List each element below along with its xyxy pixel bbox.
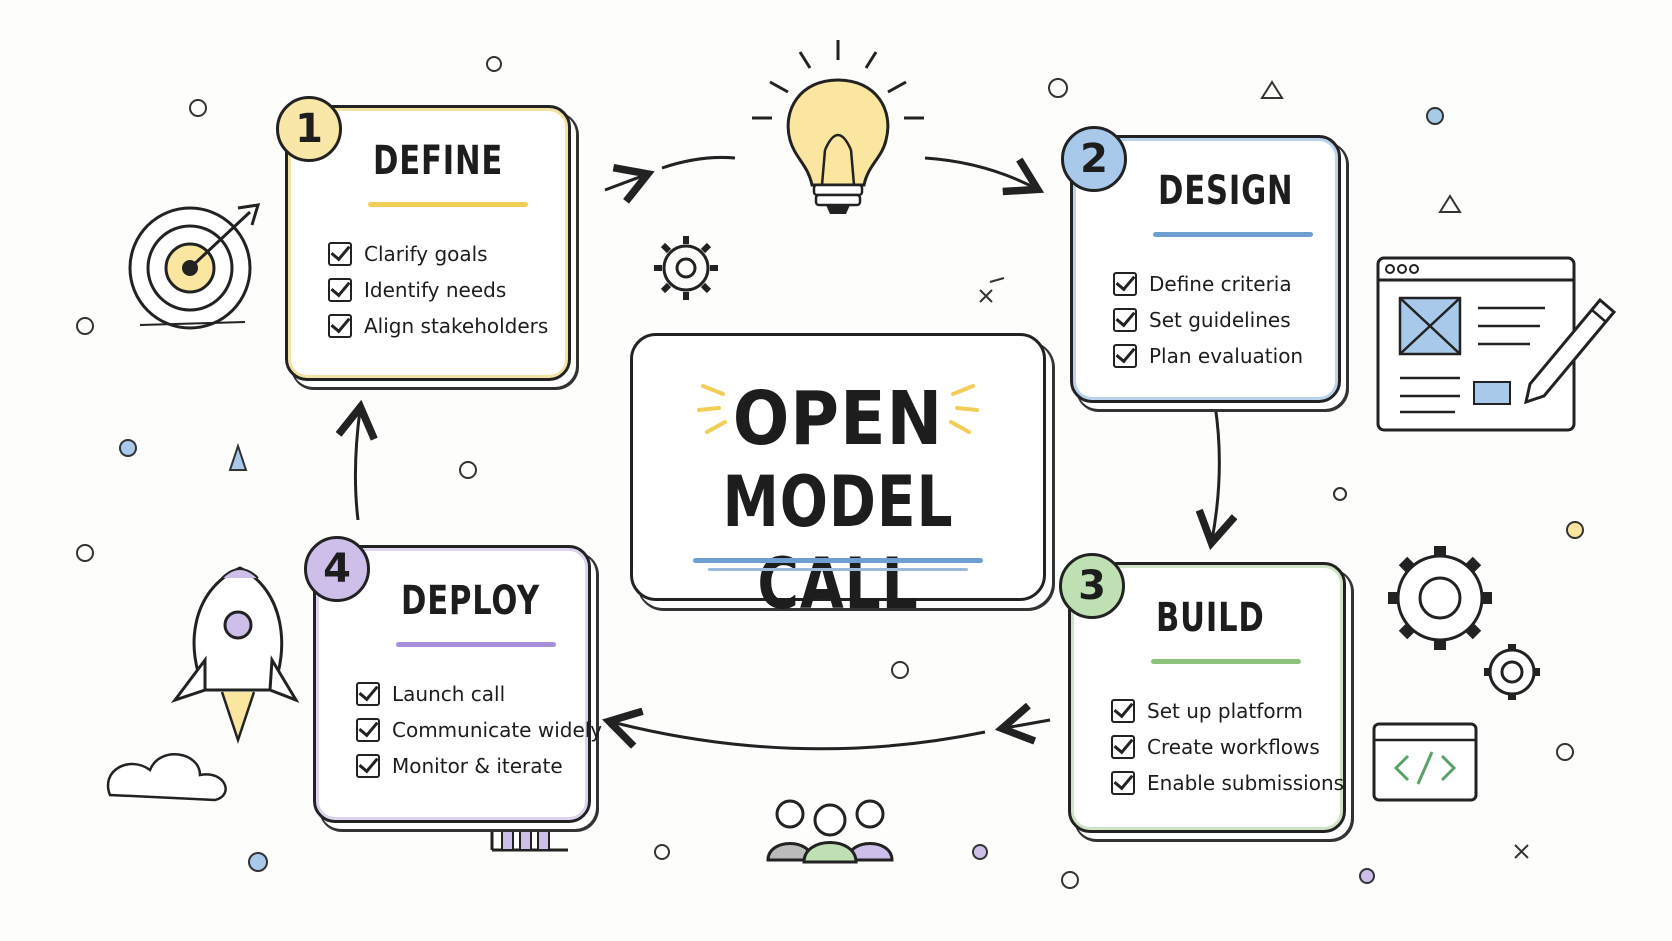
checklist-item: Communicate widely xyxy=(356,712,602,748)
step-checklist: Clarify goals Identify needs Align stake… xyxy=(328,236,548,344)
step-title: DESIGN xyxy=(1158,168,1294,214)
checklist-item: Define criteria xyxy=(1113,266,1303,302)
title-underline xyxy=(396,642,556,647)
step-card-define: 1 DEFINE Clarify goals Identify needs Al… xyxy=(276,96,571,381)
checkbox-checked-icon xyxy=(1111,735,1135,759)
step-title: DEPLOY xyxy=(401,578,541,624)
checklist-item: Set guidelines xyxy=(1113,302,1303,338)
checkbox-checked-icon xyxy=(356,718,380,742)
target-icon xyxy=(128,203,261,330)
checkbox-checked-icon xyxy=(328,314,352,338)
title-underline xyxy=(1153,232,1313,237)
checkbox-checked-icon xyxy=(1113,272,1137,296)
checkbox-checked-icon xyxy=(356,754,380,778)
central-title-box: OPEN MODEL CALL xyxy=(630,333,1046,625)
pencil-icon xyxy=(1523,297,1617,405)
checkbox-checked-icon xyxy=(356,682,380,706)
diagram-title-line2: MODEL CALL xyxy=(722,461,954,625)
arrow-build-to-deploy xyxy=(612,720,1051,751)
gear-icon xyxy=(654,236,718,300)
people-icon xyxy=(766,799,894,864)
checkbox-checked-icon xyxy=(1113,308,1137,332)
step-card-build: 3 BUILD Set up platform Create workflows… xyxy=(1059,553,1346,833)
decorative-doodles xyxy=(76,56,1584,889)
arrow-define-to-design xyxy=(604,155,1035,190)
diagram-title-line1: OPEN xyxy=(732,376,944,462)
step-title: BUILD xyxy=(1156,595,1265,641)
gears-icon xyxy=(1388,546,1540,700)
checkbox-checked-icon xyxy=(1113,344,1137,368)
checklist-item: Set up platform xyxy=(1111,693,1344,729)
checklist-item: Monitor & iterate xyxy=(356,748,602,784)
wireframe-icon xyxy=(1376,256,1576,432)
code-window-icon xyxy=(1372,722,1478,802)
title-underline-secondary xyxy=(708,568,968,571)
arrow-design-to-build xyxy=(1212,404,1219,540)
step-number-badge: 4 xyxy=(304,536,370,602)
lightbulb-icon xyxy=(752,40,924,214)
step-card-design: 2 DESIGN Define criteria Set guidelines … xyxy=(1061,126,1341,403)
step-checklist: Launch call Communicate widely Monitor &… xyxy=(356,676,602,784)
checkbox-checked-icon xyxy=(328,242,352,266)
title-underline xyxy=(693,558,983,563)
checklist-item: Launch call xyxy=(356,676,602,712)
rocket-icon xyxy=(106,566,300,802)
checkbox-checked-icon xyxy=(1111,771,1135,795)
title-underline xyxy=(1151,659,1301,664)
checkbox-checked-icon xyxy=(328,278,352,302)
step-number-badge: 3 xyxy=(1059,553,1125,619)
checklist-item: Align stakeholders xyxy=(328,308,548,344)
checklist-item: Clarify goals xyxy=(328,236,548,272)
checklist-item: Plan evaluation xyxy=(1113,338,1303,374)
step-number-badge: 2 xyxy=(1061,126,1127,192)
checkbox-checked-icon xyxy=(1111,699,1135,723)
step-title: DEFINE xyxy=(373,138,504,184)
checklist-item: Enable submissions xyxy=(1111,765,1344,801)
sparkle-icon xyxy=(697,384,979,434)
step-checklist: Define criteria Set guidelines Plan eval… xyxy=(1113,266,1303,374)
checklist-item: Identify needs xyxy=(328,272,548,308)
checklist-item: Create workflows xyxy=(1111,729,1344,765)
step-card-deploy: 4 DEPLOY Launch call Communicate widely … xyxy=(304,536,602,823)
arrow-deploy-to-define xyxy=(355,410,360,521)
step-checklist: Set up platform Create workflows Enable … xyxy=(1111,693,1344,801)
step-number-badge: 1 xyxy=(276,96,342,162)
title-underline xyxy=(368,202,528,207)
